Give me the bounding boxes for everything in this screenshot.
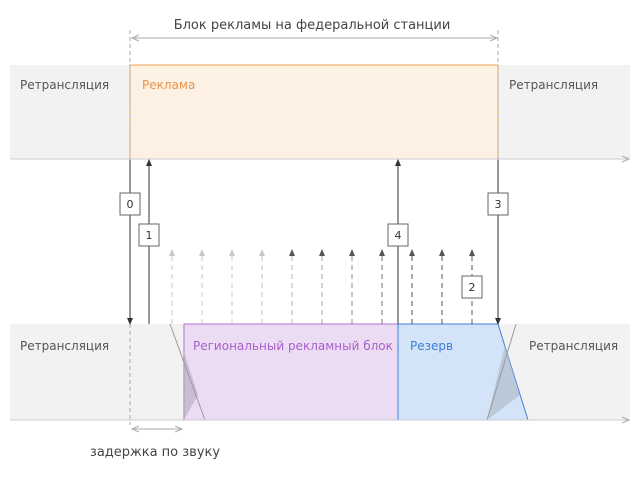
- regional-retrans-left-label: Ретрансляция: [20, 339, 109, 353]
- marker-0-label: 0: [127, 198, 134, 211]
- federal-ad-label: Реклама: [142, 78, 195, 92]
- regional-retrans-right-label: Ретрансляция: [529, 339, 618, 353]
- marker-0: 0: [119, 192, 141, 216]
- left-crossfade-overlap: [184, 352, 198, 420]
- ad-block-span-label: Блок рекламы на федеральной станции: [174, 18, 451, 33]
- marker-1: 1: [138, 223, 160, 247]
- polling-arrows-light: [169, 249, 385, 324]
- federal-retrans-left-label: Ретрансляция: [20, 78, 109, 92]
- marker-4: 4: [387, 223, 409, 247]
- marker-3-label: 3: [495, 198, 502, 211]
- marker-2-label: 2: [469, 281, 476, 294]
- marker-4-label: 4: [395, 229, 402, 242]
- marker-2: 2: [461, 275, 483, 299]
- regional-reserve-label: Резерв: [410, 339, 453, 353]
- marker-3: 3: [487, 192, 509, 216]
- federal-ad-block: [129, 64, 499, 160]
- crossfade-out-line-left: [169, 323, 206, 421]
- regional-block-label: Региональный рекламный блок: [193, 339, 393, 353]
- crossfade-in-line-right: [486, 323, 517, 421]
- federal-retrans-right-label: Ретрансляция: [509, 78, 598, 92]
- audio-delay-label: задержка по звуку: [90, 445, 220, 460]
- marker-1-label: 1: [146, 229, 153, 242]
- right-crossfade-overlap: [487, 345, 520, 420]
